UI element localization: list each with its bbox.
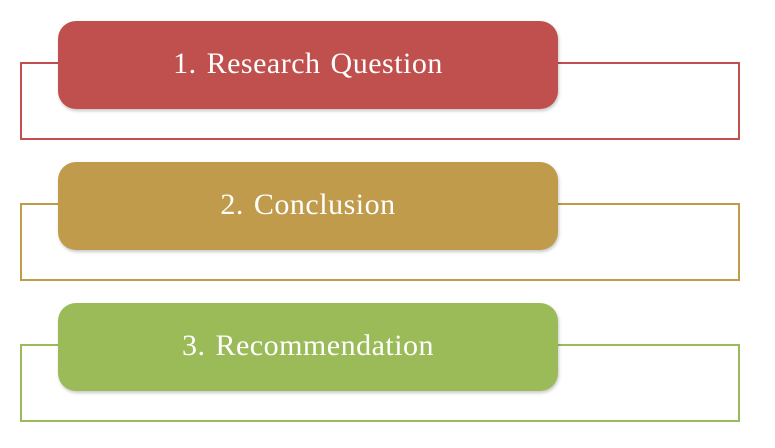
step-1-label: 1. Research Question (173, 47, 443, 80)
step-group-3: 3. Recommendation (0, 303, 775, 423)
step-2-box: 2. Conclusion (58, 162, 558, 250)
step-group-2: 2. Conclusion (0, 162, 775, 282)
step-group-1: 1. Research Question (0, 21, 775, 141)
step-1-box: 1. Research Question (58, 21, 558, 109)
step-3-box: 3. Recommendation (58, 303, 558, 391)
step-2-label: 2. Conclusion (220, 188, 396, 221)
step-3-label: 3. Recommendation (181, 329, 435, 362)
